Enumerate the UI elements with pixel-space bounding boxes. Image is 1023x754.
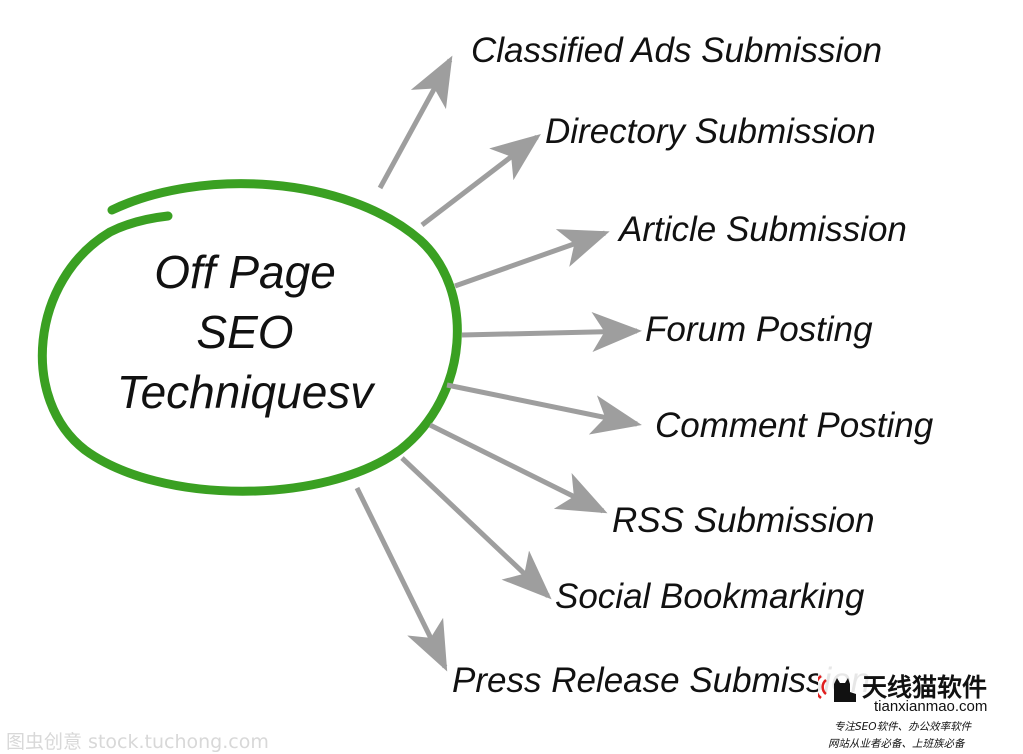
branch-label-comment: Comment Posting [655, 406, 934, 445]
branch-label-classified-ads: Classified Ads Submission [471, 31, 883, 70]
arrow-social [400, 456, 552, 600]
branch-label-article: Article Submission [619, 210, 907, 249]
center-title-line-2: SEO [196, 306, 294, 358]
arrow-comment [446, 382, 642, 435]
brand-domain: tianxianmao.com [874, 698, 988, 715]
cat-icon [818, 675, 856, 702]
arrow-press-release [354, 486, 448, 672]
arrow-forum [461, 312, 642, 353]
brand-name: 天线猫软件 [862, 673, 988, 702]
arrow-article [454, 229, 610, 289]
brand-block: 天线猫软件 tianxianmao.com 专注SEO软件、办公效率软件 网站从… [818, 664, 1023, 754]
brand-tagline-1: 专注SEO软件、办公效率软件 [834, 721, 972, 733]
arrow-directory [420, 133, 541, 227]
brand-tagline-2: 网站从业者必备、上班族必备 [828, 738, 965, 750]
branch-label-social: Social Bookmarking [555, 577, 865, 616]
branch-label-directory: Directory Submission [545, 112, 876, 151]
branch-label-press-release: Press Release Submission [452, 661, 871, 700]
center-ring [37, 179, 462, 496]
center-title-line-1: Off Page [154, 246, 336, 298]
arrow-classified-ads [377, 55, 453, 190]
arrow-rss [428, 422, 608, 514]
center-title-line-3: Techniquesv [116, 366, 374, 418]
branch-label-forum: Forum Posting [645, 310, 873, 349]
arrows-group [354, 55, 642, 672]
branch-label-rss: RSS Submission [612, 501, 875, 540]
stock-watermark: 图虫创意 stock.tuchong.com [6, 731, 269, 753]
